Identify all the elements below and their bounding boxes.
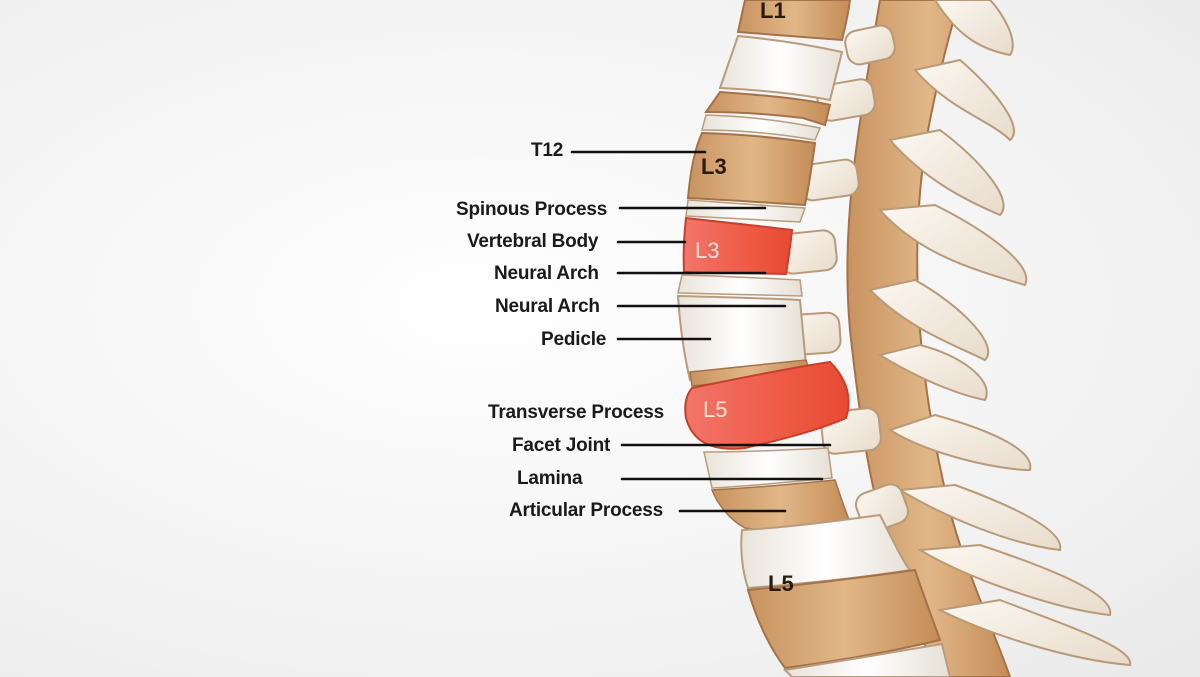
vertebra-label-l3-upper: L3	[701, 154, 727, 179]
process-2	[913, 58, 1015, 142]
spinous-processes	[868, 0, 1132, 667]
vertebra-2	[704, 90, 832, 127]
label-lamina: Lamina	[517, 468, 583, 489]
label-neural-arch-1: Neural Arch	[494, 263, 599, 284]
vertebra-l3-upper	[686, 131, 817, 207]
vertebra-l5-highlight	[684, 360, 850, 450]
process-1	[933, 0, 1014, 57]
label-articular-process: Articular Process	[509, 500, 663, 521]
vertebral-column	[676, 0, 952, 677]
label-facet-joint: Facet Joint	[512, 435, 611, 456]
vertebra-label-l5-highlight: L5	[703, 397, 728, 422]
label-spinous-process: Spinous Process	[456, 199, 608, 220]
disc-3	[685, 199, 807, 223]
vertebra-l5-lower	[746, 568, 942, 670]
process-5	[868, 278, 990, 362]
label-neural-arch-2: Neural Arch	[495, 296, 600, 317]
vertebra-label-l1: L1	[760, 0, 786, 23]
vertebra-l3-highlight	[682, 216, 794, 276]
vertebra-label-l3-highlight: L3	[695, 238, 720, 263]
disc-1	[718, 34, 844, 102]
process-3	[888, 128, 1005, 217]
disc-2	[701, 114, 822, 141]
label-transverse-process: Transverse Process	[488, 402, 664, 423]
disc-7	[782, 642, 952, 677]
process-8	[896, 483, 1062, 552]
process-9	[916, 543, 1112, 617]
vertebra-label-l5-lower: L5	[768, 571, 794, 596]
label-pedicle: Pedicle	[541, 329, 607, 350]
label-t12: T12	[531, 140, 564, 161]
process-4	[877, 203, 1028, 287]
leader-lines	[570, 150, 832, 513]
process-6	[877, 343, 988, 402]
vertebra-l1	[736, 0, 852, 42]
disc-4	[677, 274, 803, 297]
process-7	[887, 413, 1032, 472]
label-vertebral-body: Vertebral Body	[467, 231, 599, 252]
process-10	[936, 598, 1132, 667]
